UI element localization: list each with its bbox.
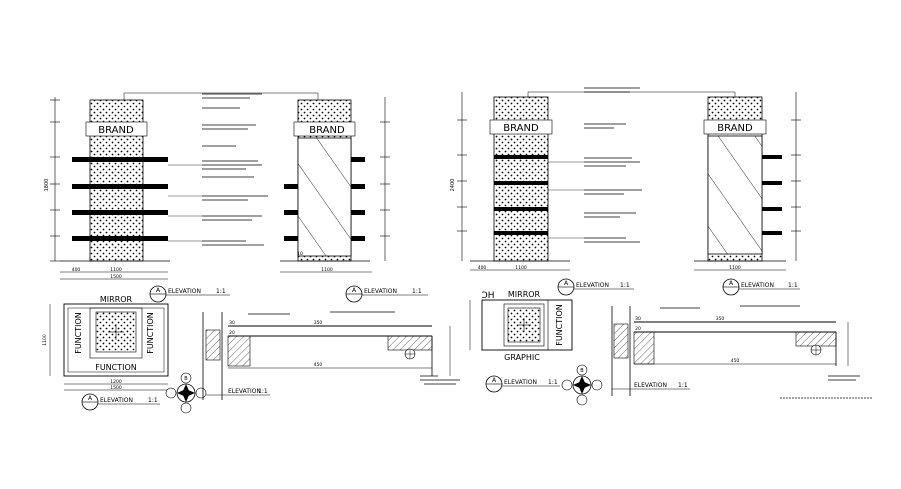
right-annotation-notes (548, 87, 642, 243)
right-section-left-dim: 30 (635, 316, 641, 322)
left-elevation-title-text-1: ELEVATION (168, 288, 201, 295)
left-plan-total-dim: 1500 (110, 385, 122, 391)
left-section-left-dim: 30 (229, 320, 235, 326)
left-plan-marker: A (88, 395, 93, 402)
left-compass-title: ELEVATION (228, 388, 261, 395)
left-elevation-scale-1: 1:1 (216, 288, 226, 295)
right-plan-marker: A (492, 377, 497, 384)
left-brand-label: BRAND (98, 125, 134, 136)
left-annotation-notes (168, 93, 268, 246)
right-side-width-dim-2: 1100 (729, 265, 741, 271)
right-side-width-dim: 400 (478, 265, 487, 271)
right-function-label: FUNCTION (555, 304, 564, 346)
right-front-elevation: BRAND 2400 1100 400 (450, 91, 736, 271)
right-elevation-title-2: A ELEVATION 1:1 (722, 278, 800, 296)
right-brand-label: BRAND (503, 123, 539, 134)
right-section-title: ELEVATION (634, 382, 667, 389)
left-side-width-dim: 400 (72, 267, 81, 273)
right-section-scale: 1:1 (678, 382, 688, 389)
right-compass-symbol: B (561, 364, 603, 406)
left-side-brand-label: BRAND (309, 125, 345, 136)
left-section-length-dim: 450 (314, 362, 323, 368)
left-plan-scale: 1:1 (148, 397, 158, 404)
right-plan-box: HC MIRROR FUNCTION GRAPHIC (469, 290, 573, 362)
left-pillar-width-dim: 1100 (110, 267, 122, 273)
right-mirror-label: MIRROR (508, 290, 541, 299)
left-side-elevation: BRAND 1100 10 (280, 97, 390, 273)
right-elevation-title-text-1: ELEVATION (576, 282, 609, 289)
left-elevation-scale-2: 1:1 (412, 288, 422, 295)
right-plan-scale: 1:1 (548, 379, 558, 386)
left-function-label-bottom: FUNCTION (95, 363, 137, 372)
left-total-height-dim: 1800 (44, 179, 50, 192)
right-side-brand-label: BRAND (717, 123, 753, 134)
right-mirrored-tag: HC (481, 291, 494, 301)
left-mirror-label: MIRROR (100, 295, 133, 304)
left-side-offset-dim: 10 (297, 251, 303, 257)
left-plan-height-dim: 1100 (42, 334, 48, 346)
right-elevation-scale-2: 1:1 (788, 282, 798, 289)
left-plan-title-text: ELEVATION (100, 397, 133, 404)
left-elevation-title-text-2: ELEVATION (364, 288, 397, 295)
left-bottom-total-dim: 1500 (110, 274, 122, 280)
left-section-depth-dim: 20 (229, 330, 235, 336)
left-compass-symbol: B ELEVATION 1:1 (165, 372, 270, 414)
right-section-length-dim: 450 (731, 358, 740, 364)
left-function-label-left: FUNCTION (74, 312, 83, 354)
left-plan-box: MIRROR FUNCTION FUNCTION FUNCTION 1200 1… (42, 295, 169, 391)
left-front-elevation: BRAND 1800 1100 1500 400 (44, 92, 319, 280)
right-plan-title: A ELEVATION 1:1 (485, 375, 560, 393)
right-section-depth-dim: 20 (635, 326, 641, 332)
left-section-detail: 450 350 30 20 (202, 311, 460, 400)
right-plan-title-text: ELEVATION (504, 379, 537, 386)
left-section-seg-dim: 350 (314, 320, 323, 326)
right-elevation-title-1: A ELEVATION 1:1 (557, 278, 634, 296)
left-function-label-right: FUNCTION (146, 312, 155, 354)
right-section-detail: 450 350 30 20 ELEVATION 1:1 (611, 305, 872, 399)
right-elevation-title-text-2: ELEVATION (741, 282, 774, 289)
left-compass-letter: B (184, 376, 188, 382)
right-elevation-scale-1: 1:1 (620, 282, 630, 289)
right-total-height-dim: 2400 (450, 179, 456, 192)
left-elevation-marker-2: A (352, 287, 357, 294)
left-plan-width-dim: 1200 (110, 379, 122, 385)
left-elevation-marker-1: A (156, 287, 161, 294)
right-elevation-marker-2: A (729, 280, 734, 287)
right-graphic-label: GRAPHIC (504, 353, 540, 362)
right-compass-letter: B (580, 368, 584, 374)
right-side-elevation: BRAND 1100 (694, 92, 801, 271)
left-plan-title: A ELEVATION 1:1 (81, 393, 160, 411)
right-section-seg-dim: 350 (716, 316, 725, 322)
right-elevation-marker-1: A (564, 280, 569, 287)
left-elevation-title-2: A ELEVATION 1:1 (345, 285, 428, 303)
left-side-width-dim-2: 1100 (321, 267, 333, 273)
left-compass-scale: 1:1 (258, 388, 268, 395)
left-elevation-title-1: A ELEVATION 1:1 (149, 285, 230, 303)
right-pillar-width-dim: 1100 (515, 265, 527, 271)
